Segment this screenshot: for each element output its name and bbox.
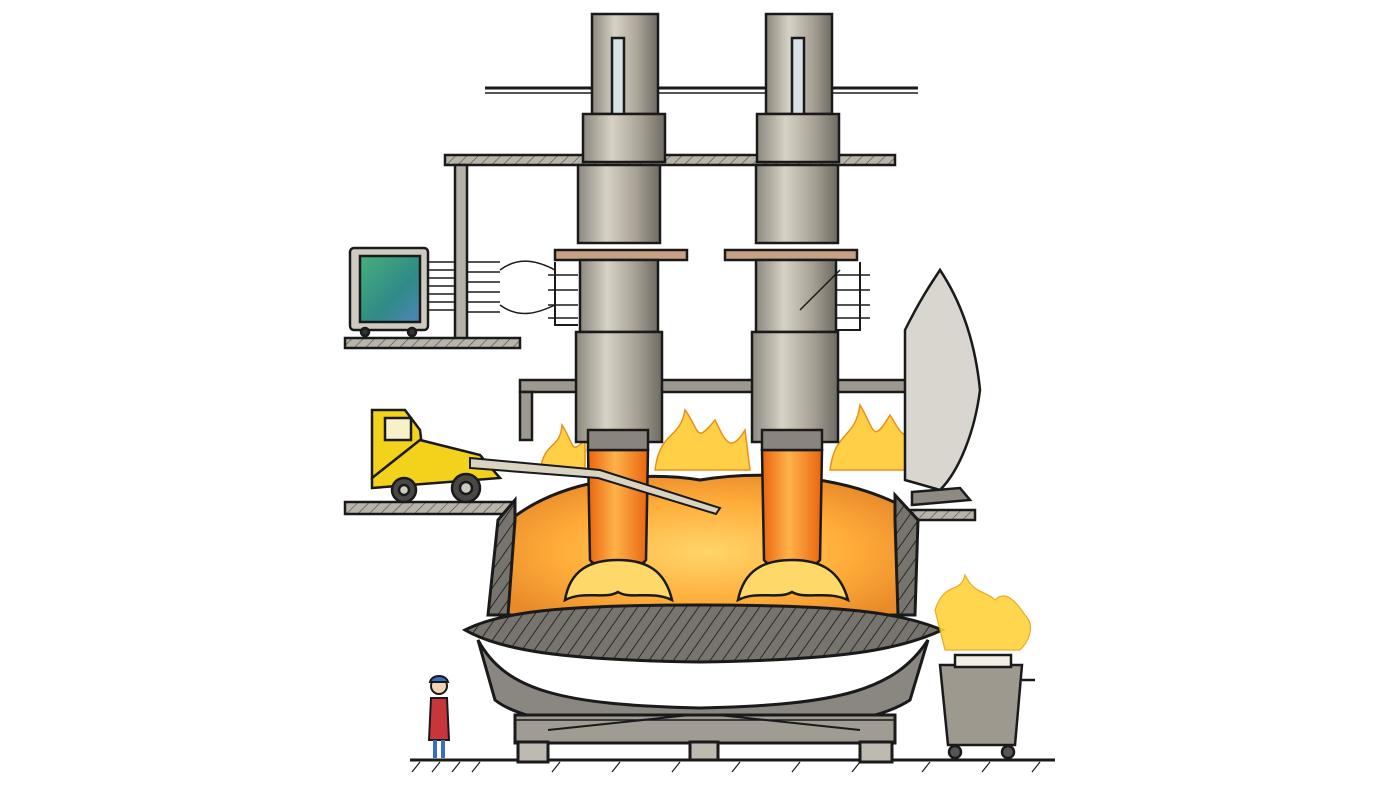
loader-vehicle-icon xyxy=(370,408,722,516)
control-cabinet-icon xyxy=(348,246,556,338)
ground-hatching xyxy=(411,761,1041,773)
furnace-roof-hood xyxy=(903,267,982,507)
slag-pot-flames xyxy=(934,573,1032,651)
electrode-arc-right xyxy=(736,448,850,603)
electrode-column-icon xyxy=(548,12,870,452)
furnace-vessel-icon xyxy=(461,473,946,764)
worker-figure-icon xyxy=(427,675,451,758)
slag-pot-icon xyxy=(938,653,1035,760)
